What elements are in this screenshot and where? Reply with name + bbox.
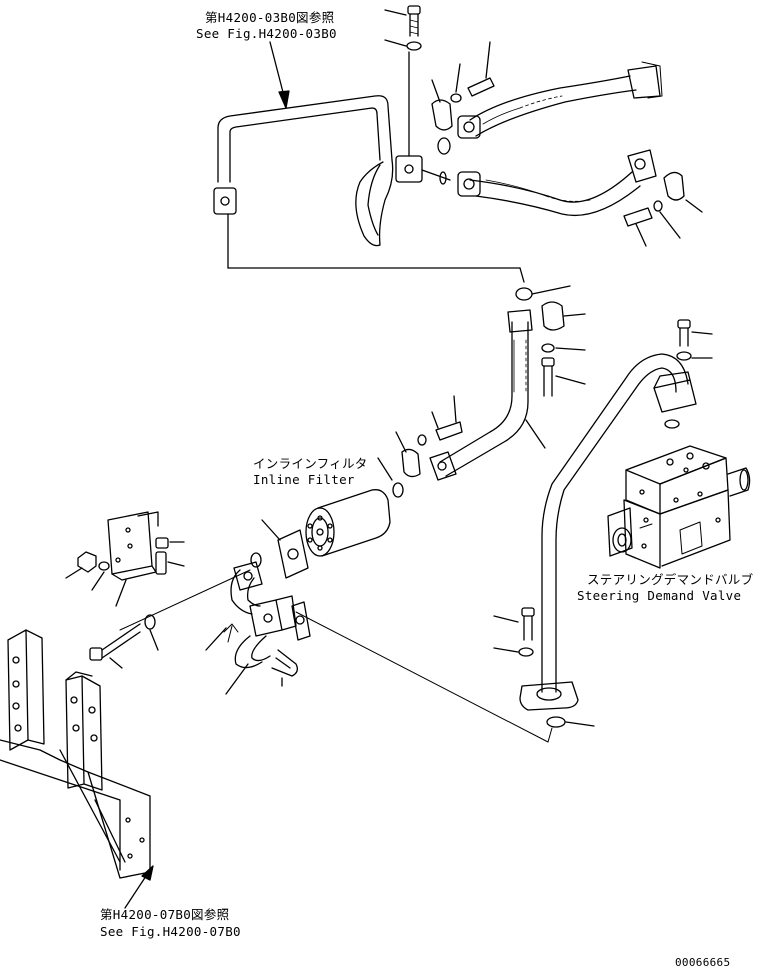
right-tube-washer bbox=[493, 647, 534, 657]
upper-hose-2-bolt bbox=[623, 207, 653, 247]
reference-top-jp: 第H4200-03B0図参照 bbox=[205, 10, 335, 25]
reference-bottom-en: See Fig.H4200-07B0 bbox=[100, 924, 241, 939]
upper-hose-1-clamp bbox=[431, 79, 453, 131]
upper-hose-1 bbox=[457, 61, 663, 139]
lower-nipple bbox=[271, 649, 298, 687]
top-right-bolt bbox=[677, 319, 713, 347]
filter-flange bbox=[261, 519, 309, 579]
upper-hose-2-washer bbox=[653, 200, 681, 239]
top-u-tube bbox=[213, 51, 525, 283]
middle-oring bbox=[515, 285, 571, 301]
middle-hose bbox=[429, 309, 546, 481]
drawing-number: 00066665 bbox=[675, 956, 731, 969]
filter-oring bbox=[392, 482, 404, 498]
inline-filter-arrow bbox=[377, 457, 393, 481]
lower-block bbox=[249, 595, 311, 641]
lower-u-hose bbox=[205, 561, 271, 695]
upper-oring bbox=[437, 137, 451, 155]
inline-filter-label-en: Inline Filter bbox=[253, 472, 355, 487]
reference-bottom-arrow bbox=[59, 749, 154, 909]
right-tube bbox=[519, 353, 697, 711]
long-bolt bbox=[89, 623, 141, 669]
bracket-bolt-small bbox=[155, 537, 185, 575]
mounting-bracket bbox=[107, 511, 159, 607]
middle-washer bbox=[541, 343, 586, 353]
top-washer bbox=[384, 39, 422, 51]
upper-hose-1-bolt bbox=[467, 41, 495, 97]
upper-hose-2 bbox=[457, 149, 657, 217]
bracket-nut bbox=[65, 551, 97, 579]
reference-bottom-jp: 第H4200-07B0図参照 bbox=[100, 907, 230, 922]
inline-filter-label-jp: インラインフィルタ bbox=[253, 456, 368, 471]
upper-hose-2-clamp bbox=[663, 171, 703, 213]
middle-split-flange bbox=[541, 301, 586, 331]
middle-clamp bbox=[395, 431, 421, 478]
upper-hose-1-washer bbox=[450, 63, 462, 103]
top-bolt bbox=[384, 5, 421, 37]
inline-filter-body bbox=[305, 489, 391, 557]
bracket-washer bbox=[91, 561, 110, 591]
long-bolt-washer bbox=[144, 614, 159, 651]
middle-bolt bbox=[541, 357, 586, 397]
right-tube-bolt bbox=[493, 607, 535, 641]
steering-valve-label-jp: ステアリングデマンドバルブ bbox=[587, 572, 754, 587]
top-right-washer bbox=[676, 351, 713, 361]
steering-valve-label-en: Steering Demand Valve bbox=[577, 588, 742, 603]
middle-bolt-2 bbox=[431, 411, 463, 441]
reference-top-arrow bbox=[269, 41, 290, 109]
frame-support bbox=[0, 629, 151, 879]
middle-bolt-3 bbox=[417, 395, 457, 446]
reference-top-en: See Fig.H4200-03B0 bbox=[196, 26, 337, 41]
filter-oring-2 bbox=[250, 552, 262, 568]
right-tube-oring bbox=[546, 716, 595, 728]
steering-demand-valve bbox=[607, 419, 751, 569]
